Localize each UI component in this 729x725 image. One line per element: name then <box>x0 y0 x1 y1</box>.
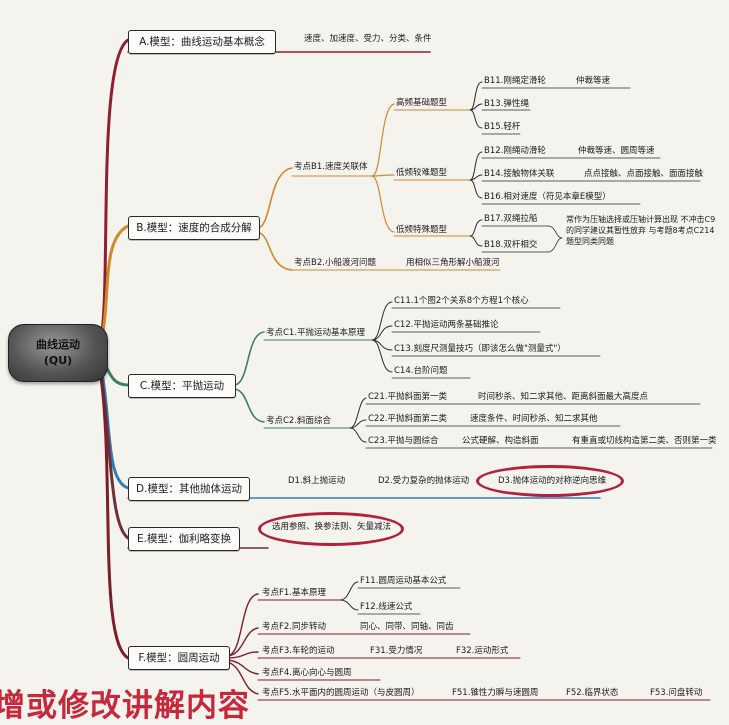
c21-note: 时间秒杀、知二求其他、距离斜面最大高度点 <box>478 392 649 402</box>
b14-note: 点点接触、点面接触、面面接触 <box>584 169 704 179</box>
c13-label: C13.刻度尺测量技巧（即该怎么做"测量式"） <box>394 344 566 354</box>
c23-note2: 有重直或切线构造第二类、否则第一类 <box>572 436 717 446</box>
d2-label: D2.受力复杂的抛体运动 <box>378 476 470 486</box>
f31-label: F31.受力情况 <box>370 646 423 656</box>
b12-note: 仲裁等速、圆周等速 <box>578 146 655 156</box>
b-to-b1 <box>257 167 293 229</box>
b1-to-g1 <box>371 103 395 177</box>
b14-label: B14.接触物体关联 <box>484 169 555 179</box>
b-group-low: 低频较难题型 <box>396 168 448 178</box>
b16-label: B16.相对速度（符见本章E模型） <box>484 192 611 202</box>
f2-label: 考点F2.同步转动 <box>262 622 326 632</box>
branch-a-connector <box>98 38 130 344</box>
f3-label: 考点F3.车轮的运动 <box>262 646 335 656</box>
root-code: (QU) <box>43 354 73 367</box>
f52-label: F52.临界状态 <box>566 688 619 698</box>
b2-label: 考点B2.小船渡河问题 <box>294 258 376 268</box>
c22-note: 速度条件、时间秒杀、知二求其他 <box>470 414 598 424</box>
d3-highlight-ring <box>476 465 624 497</box>
f53-label: F53.问盘转动 <box>650 688 703 698</box>
f1-label: 考点F1.基本原理 <box>262 588 326 598</box>
b11-label: B11.刚绳定滑轮 <box>484 76 546 86</box>
c22-label: C22.平抛斜面第二类 <box>368 414 447 424</box>
topic-a-note: 速度、加速度、受力、分类、条件 <box>304 34 432 44</box>
footer-annotation: 增或修改讲解内容 <box>0 688 250 724</box>
c21-label: C21.平抛斜面第一类 <box>368 392 447 402</box>
f32-label: F32.运动形式 <box>456 646 509 656</box>
b17-label: B17.双绳拉船 <box>484 214 538 224</box>
branch-e-connector <box>98 364 130 540</box>
f2-note: 同心、同带、同轴、同齿 <box>360 622 454 632</box>
topic-f[interactable]: F.模型：圆周运动 <box>128 646 230 670</box>
c2-label: 考点C2.斜面综合 <box>266 416 332 426</box>
topic-e[interactable]: E.模型：伽利略变换 <box>128 527 240 551</box>
c23-label: C23.平抛与圆综合 <box>368 436 439 446</box>
f12-label: F12.线速公式 <box>360 602 413 612</box>
b1-label: 考点B1.速度关联体 <box>294 162 368 172</box>
b11-note: 仲裁等速 <box>576 76 611 86</box>
b15-label: B15.轻杆 <box>484 122 521 132</box>
topic-c[interactable]: C.模型：平抛运动 <box>128 374 236 398</box>
branch-f-connector <box>98 368 130 660</box>
b12-label: B12.刚绳动滑轮 <box>484 146 546 156</box>
b13-label: B13.弹性绳 <box>484 99 529 109</box>
f51-label: F51.锥性力瞬与速圆周 <box>452 688 539 698</box>
topic-b[interactable]: B.模型：速度的合成分解 <box>128 216 260 240</box>
f4-label: 考点F4.离心向心与圆周 <box>262 668 352 678</box>
b-to-b2 <box>257 231 293 271</box>
c14-label: C14.台阶问题 <box>394 366 448 376</box>
f5-label: 考点F5.水平面内的圆周运动（与皮圆周） <box>262 688 420 698</box>
e-highlight-ring <box>258 512 404 546</box>
c1-label: 考点C1.平抛运动基本原理 <box>266 328 366 338</box>
topic-d[interactable]: D.模型：其他抛体运动 <box>128 477 250 501</box>
b-group-special: 低频特殊题型 <box>396 225 448 235</box>
b1-to-g3 <box>371 175 395 233</box>
c11-label: C11.1个图2个关系8个方程1个核心 <box>394 296 529 306</box>
root-title: 曲线运动 <box>36 338 80 351</box>
b18-label: B18.双杆相交 <box>484 240 538 250</box>
topic-a[interactable]: A.模型：曲线运动基本概念 <box>128 30 276 54</box>
c23-note: 公式硬解、构造斜面 <box>462 436 539 446</box>
b2-note: 用相似三角形解小船渡河 <box>406 258 500 268</box>
d1-label: D1.斜上抛运动 <box>288 476 346 486</box>
b1-to-g2 <box>371 174 395 177</box>
c12-label: C12.平抛运动两条基础推论 <box>394 320 499 330</box>
root-topic[interactable]: 曲线运动 (QU) <box>8 324 108 382</box>
b-group-high: 高频基础题型 <box>396 98 448 108</box>
b-special-note: 常作为压轴选择或压轴计算出现 不冲击C9的同学建议其暂性放弃 与考题8考点C21… <box>566 215 716 246</box>
f11-label: F11.圆周运动基本公式 <box>360 576 447 586</box>
